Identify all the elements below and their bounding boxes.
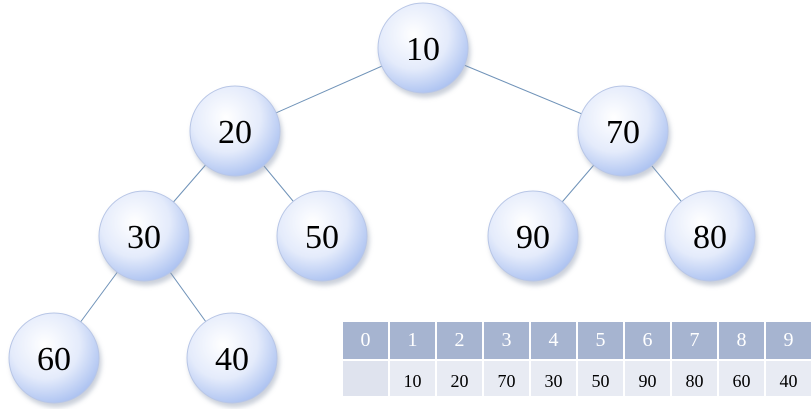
array-index-cell: 6 xyxy=(624,322,672,361)
tree-node-circle xyxy=(276,190,368,282)
tree-node: 70 xyxy=(577,85,669,177)
array-index-cell: 0 xyxy=(343,322,390,361)
tree-node-label: 70 xyxy=(606,114,640,151)
array-index-cell: 2 xyxy=(436,322,484,361)
tree-node-label: 30 xyxy=(127,219,161,256)
tree-node: 40 xyxy=(186,312,278,404)
tree-node-label: 40 xyxy=(215,341,249,378)
tree-node-circle xyxy=(664,190,756,282)
tree-node-circle xyxy=(487,190,579,282)
tree-node: 10 xyxy=(377,2,469,94)
tree-node: 50 xyxy=(276,190,368,282)
tree-node-circle xyxy=(377,2,469,94)
tree-node: 20 xyxy=(189,85,281,177)
tree-node-circle xyxy=(98,190,190,282)
array-value-cell: 50 xyxy=(577,360,625,396)
tree-node: 80 xyxy=(664,190,756,282)
tree-node-label: 10 xyxy=(406,31,440,68)
tree-node-label: 60 xyxy=(37,341,71,378)
array-value-cell: 10 xyxy=(389,360,437,396)
array-value-cell xyxy=(343,360,390,396)
tree-node: 30 xyxy=(98,190,190,282)
array-index-cell: 9 xyxy=(765,322,811,361)
array-value-cell: 40 xyxy=(765,360,811,396)
tree-node-circle xyxy=(189,85,281,177)
tree-node-circle xyxy=(186,312,278,404)
array-index-cell: 7 xyxy=(671,322,719,361)
tree-node: 60 xyxy=(8,312,100,404)
array-value-cell: 90 xyxy=(624,360,672,396)
tree-node-label: 90 xyxy=(516,219,550,256)
array-value-cell: 20 xyxy=(436,360,484,396)
tree-node: 90 xyxy=(487,190,579,282)
array-value-cell: 80 xyxy=(671,360,719,396)
array-value-cell: 30 xyxy=(530,360,578,396)
array-index-cell: 3 xyxy=(483,322,531,361)
array-index-cell: 4 xyxy=(530,322,578,361)
tree-node-label: 50 xyxy=(305,219,339,256)
tree-node-label: 20 xyxy=(218,114,252,151)
array-index-cell: 8 xyxy=(718,322,766,361)
array-value-cell: 70 xyxy=(483,360,531,396)
tree-node-label: 80 xyxy=(693,219,727,256)
tree-node-circle xyxy=(8,312,100,404)
array-value-cell: 60 xyxy=(718,360,766,396)
array-index-cell: 5 xyxy=(577,322,625,361)
tree-node-circle xyxy=(577,85,669,177)
array-index-cell: 1 xyxy=(389,322,437,361)
